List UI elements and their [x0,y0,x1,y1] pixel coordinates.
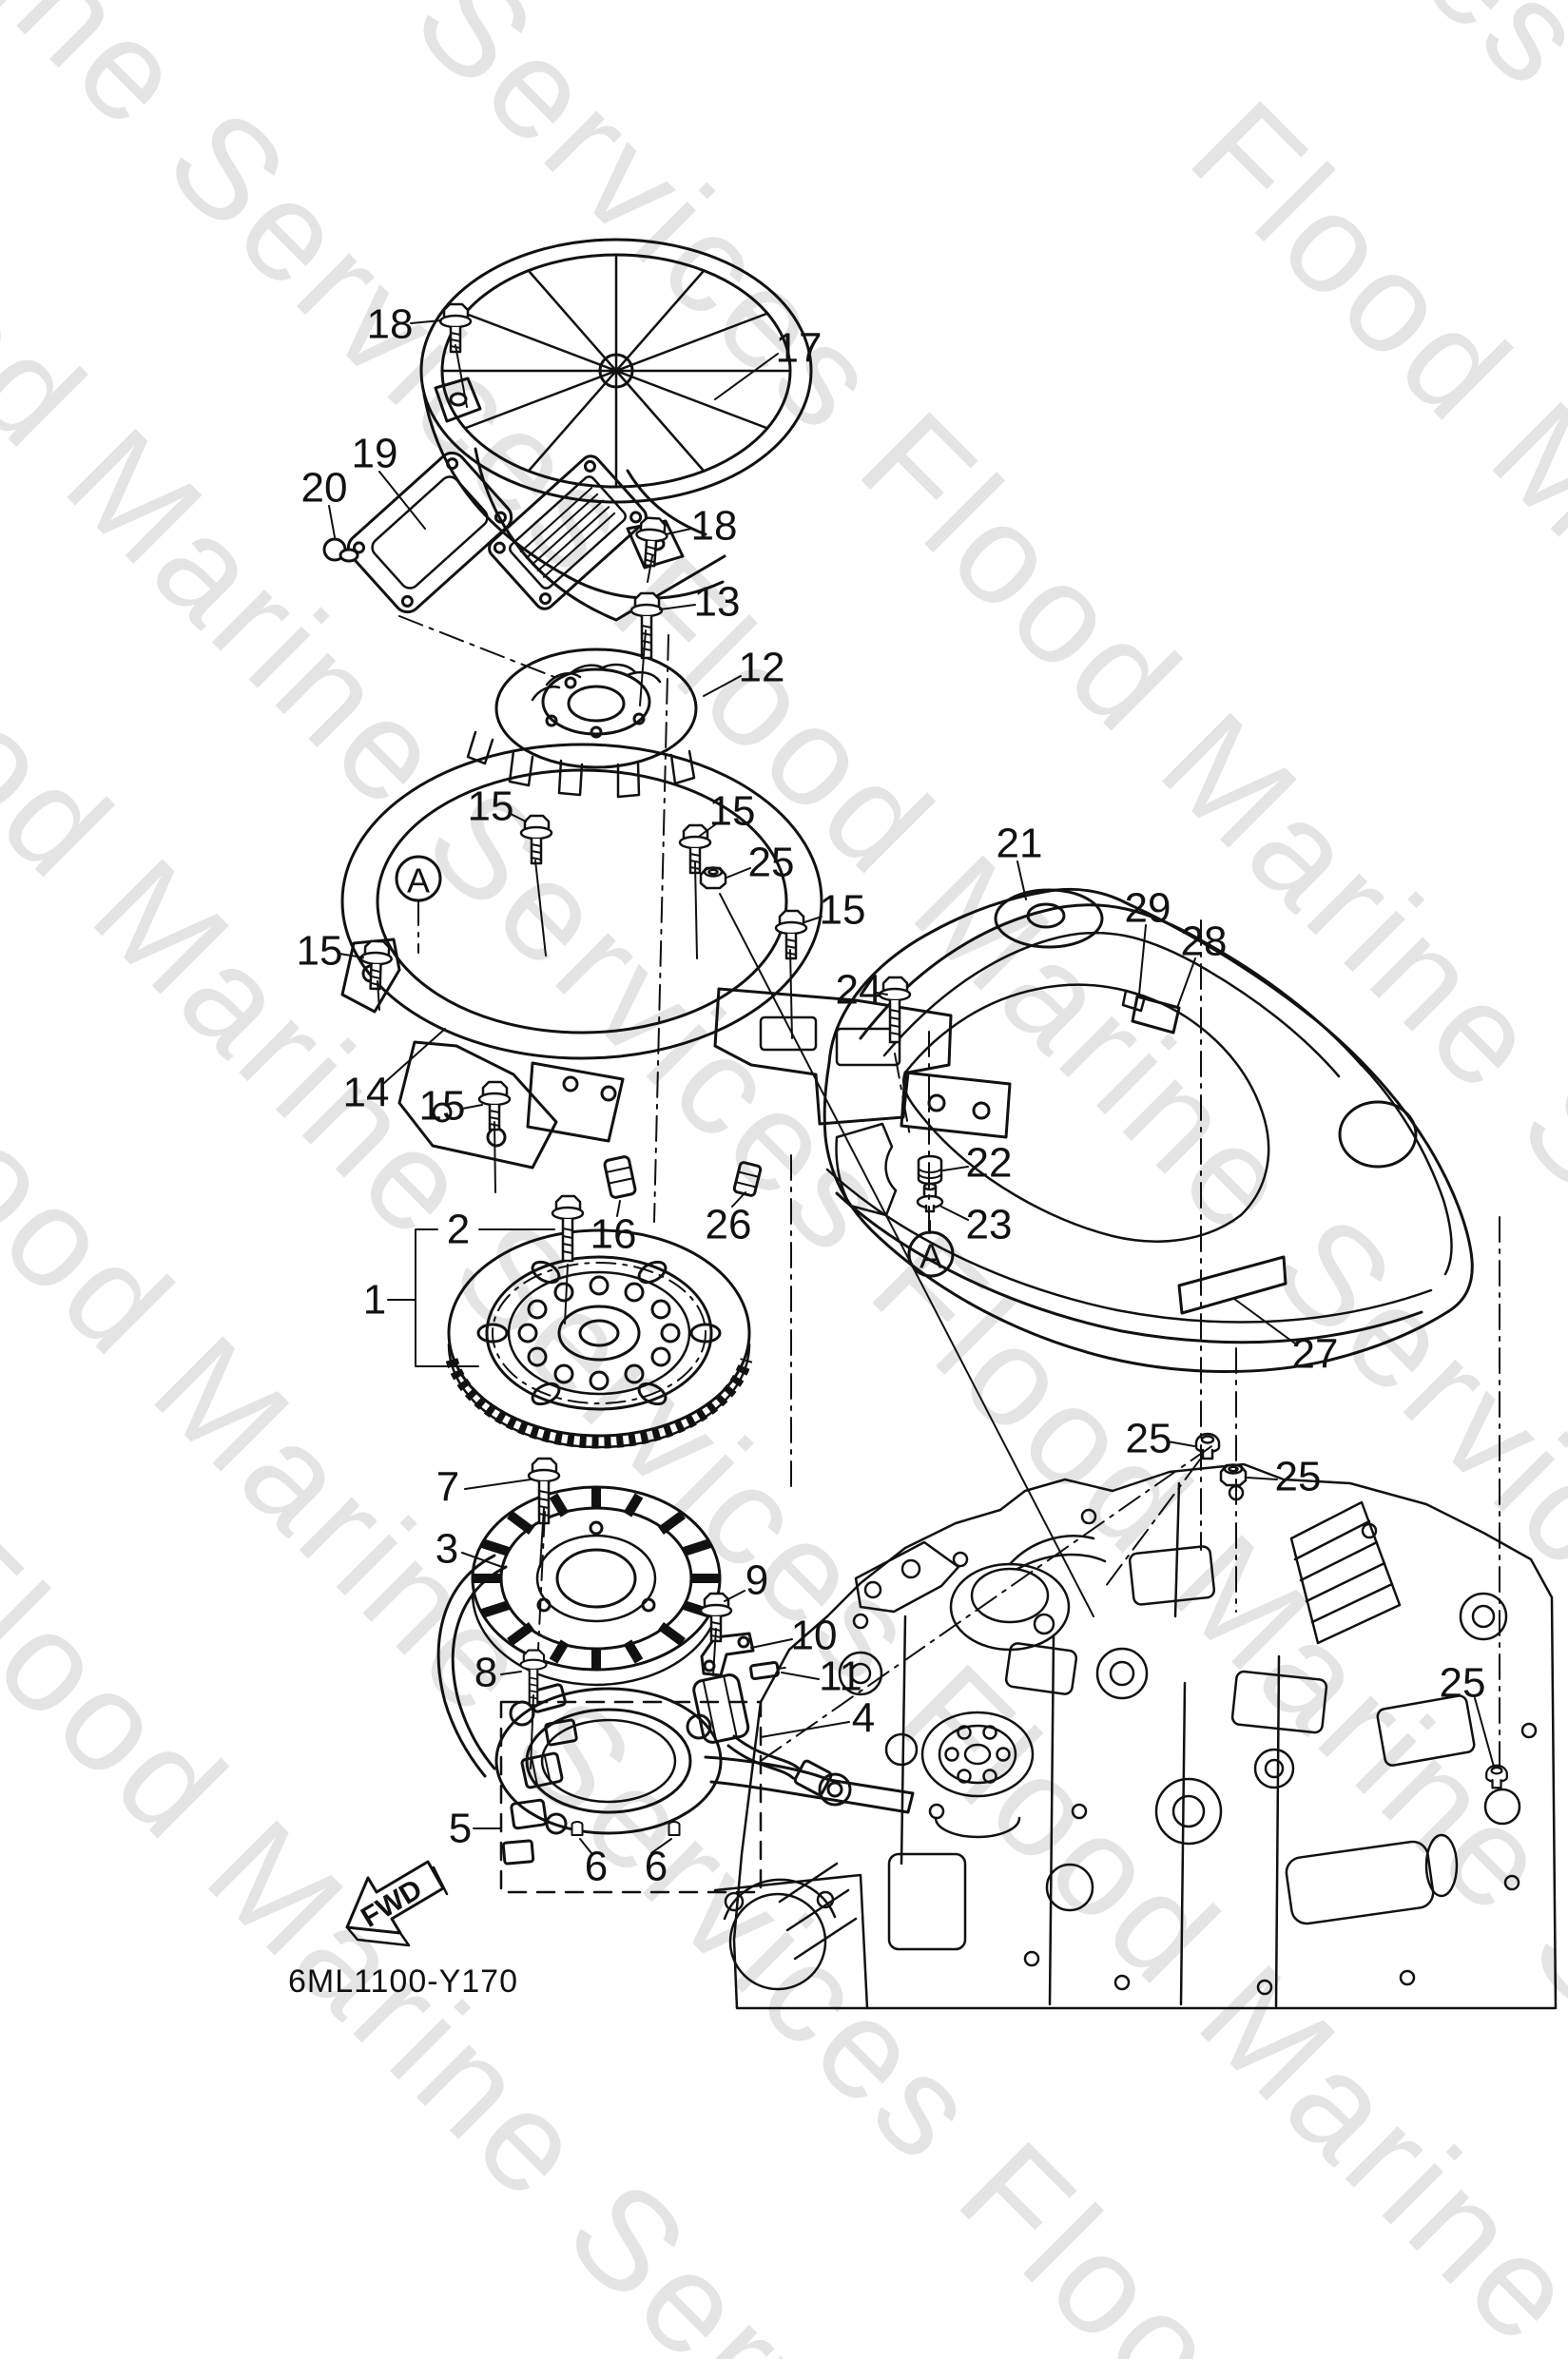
callout-8: 8 [474,1650,497,1696]
callout-23: 23 [966,1202,1013,1248]
cooling-fan-part12 [466,648,698,799]
callout-18: 18 [367,301,414,348]
grommet-part20 [322,537,359,563]
view-marker-a-top: A [395,855,442,902]
callout-11: 11 [819,1653,862,1700]
callout-15b: 15 [709,788,756,835]
callout-4: 4 [852,1695,875,1742]
callout-25d: 25 [1440,1660,1486,1707]
callout-19: 19 [352,431,398,477]
callout-7: 7 [436,1464,459,1511]
view-marker-a-bottom: A [907,1230,955,1278]
sticker-part28 [1131,995,1181,1034]
callout-1: 1 [363,1277,386,1324]
callout-26: 26 [706,1202,752,1248]
callout-24: 24 [836,967,882,1014]
bracket-part10 [700,1632,755,1677]
callout-6a: 6 [585,1844,608,1890]
base-assembly-part5 [494,1687,915,1894]
clamp-part16 [603,1155,637,1199]
callout-25b: 25 [1126,1416,1172,1462]
callout-18b: 18 [691,503,738,550]
engine-block [713,1462,1558,2010]
sticker-part27 [1177,1255,1287,1315]
leader-lines [328,319,1495,1854]
flywheel-part1 [445,1228,753,1449]
centerlines [398,615,1500,1768]
callout-15e: 15 [419,1083,466,1130]
apron-ring-part14 [340,743,1012,1170]
callout-6b: 6 [645,1844,668,1890]
fwd-arrow [345,1860,449,1947]
line-art [322,238,1558,2010]
callouts: 18 17 19 20 18 13 12 15 15 25 15 21 29 2… [297,301,1486,1890]
callout-14: 14 [343,1070,390,1116]
callout-27: 27 [1292,1331,1339,1378]
top-cowling-part21 [823,887,1474,1373]
bracket-1-2 [415,1228,555,1367]
callout-15a: 15 [468,783,514,830]
nut-25-icon [1219,1463,1248,1487]
screw-icon [571,1820,584,1837]
callout-20: 20 [301,465,348,512]
callout-15d: 15 [297,928,343,975]
pickup-coil-part4 [692,1632,833,1796]
callout-25a: 25 [748,840,795,886]
fan-cover-part17 [419,238,813,622]
callout-16: 16 [590,1211,637,1258]
callout-29: 29 [1125,885,1171,932]
callout-3: 3 [436,1526,458,1573]
callout-2: 2 [447,1207,470,1253]
view-marker-letter: A [920,1237,942,1276]
screw-15-icon [358,938,394,992]
callout-25c: 25 [1275,1454,1322,1500]
callout-10: 10 [791,1613,838,1659]
callout-28: 28 [1181,918,1228,965]
callout-22: 22 [966,1140,1013,1187]
screw-icon [668,1820,681,1837]
callout-12: 12 [739,645,785,691]
view-marker-letter: A [407,861,430,900]
callout-5: 5 [449,1806,472,1852]
callout-21: 21 [997,821,1043,867]
callout-17: 17 [776,325,823,372]
callout-13: 13 [694,579,741,626]
callout-9: 9 [745,1557,768,1604]
diagram-code: 6ML1100-Y170 [288,1963,518,2000]
callout-15c: 15 [820,887,866,934]
nut-25-icon [699,866,727,890]
